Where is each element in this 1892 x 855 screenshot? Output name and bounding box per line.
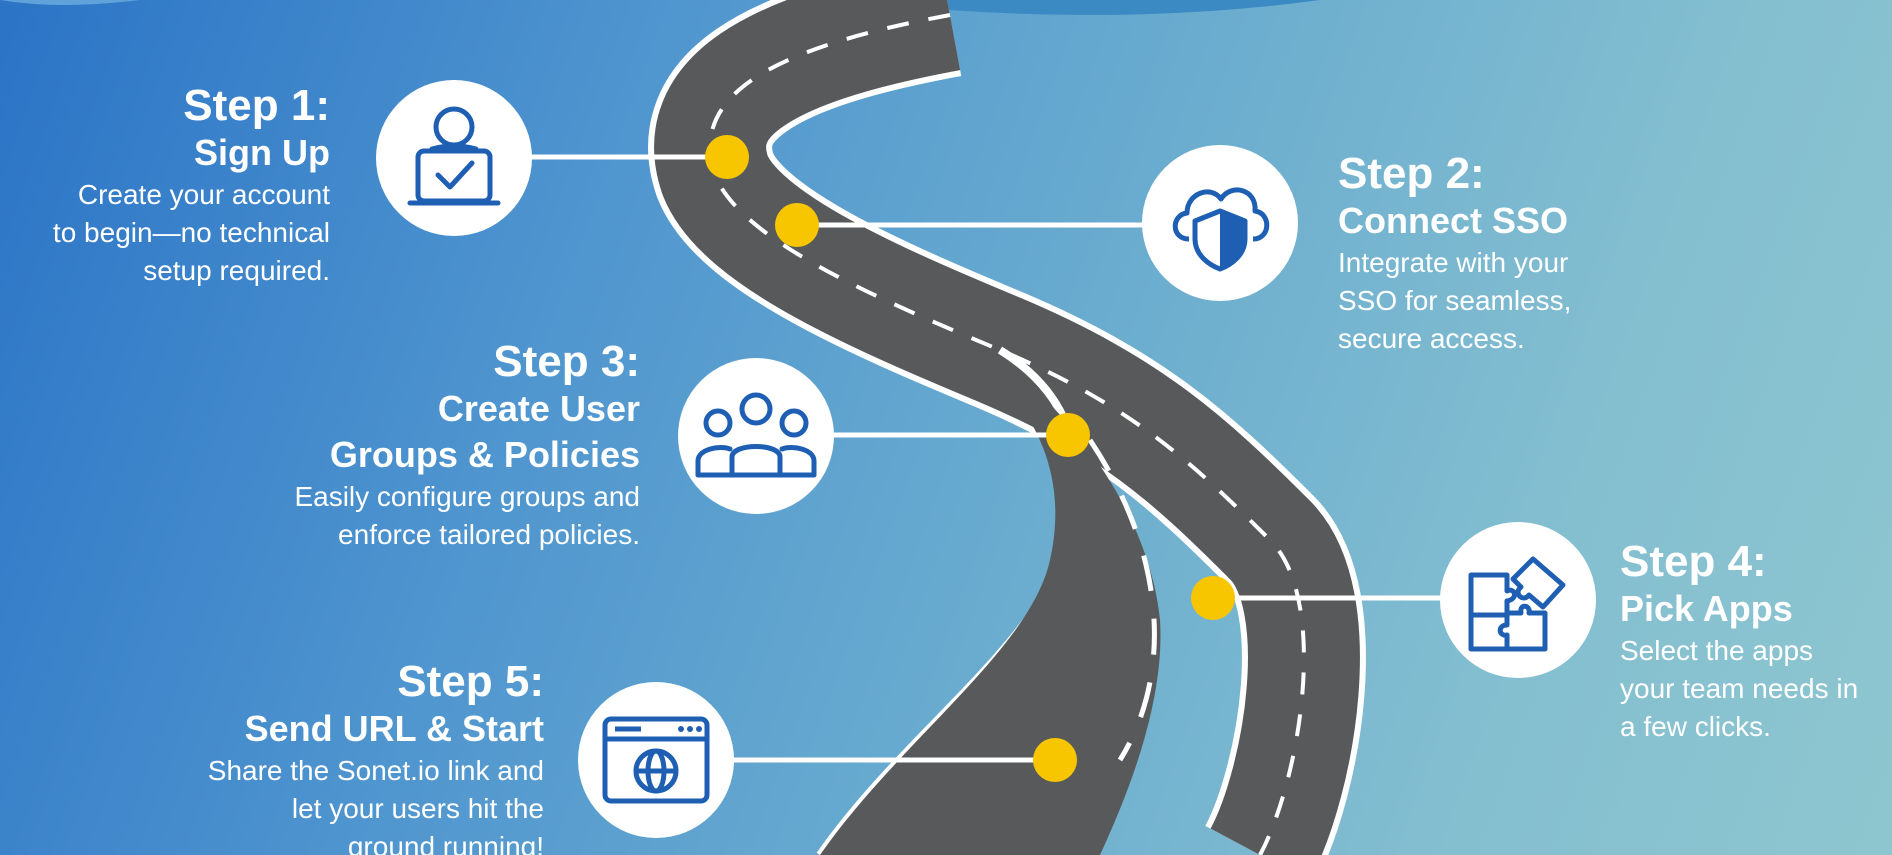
step3-desc-line1: Easily configure groups and: [294, 481, 640, 512]
step2-desc-line1: Integrate with your: [1338, 247, 1569, 278]
user-group-icon: [695, 392, 817, 478]
step4-desc-line2: your team needs in: [1620, 673, 1859, 704]
step5-icon-circle: [578, 682, 734, 838]
step5-desc-line1: Share the Sonet.io link and: [207, 755, 544, 786]
marker-step2: [775, 203, 819, 247]
puzzle-icon: [1468, 556, 1566, 652]
step2-icon-circle: [1142, 145, 1298, 301]
step1-desc-line3: setup required.: [143, 255, 330, 286]
step3-subtitle-line1: Create User: [437, 388, 640, 429]
step3-icon-circle: [678, 358, 834, 514]
connector-lines: [530, 154, 1441, 763]
step2-desc-line2: SSO for seamless,: [1338, 285, 1572, 316]
top-wave-right: [840, 0, 1320, 15]
step1-subtitle: Sign Up: [194, 132, 330, 173]
marker-step1: [705, 135, 749, 179]
step4-text: Step 4: Pick Apps Select the apps your t…: [1620, 538, 1892, 746]
step4-icon-circle: [1440, 522, 1596, 678]
step4-title: Step 4:: [1620, 537, 1767, 586]
step3-desc-line2: enforce tailored policies.: [338, 519, 640, 550]
road: [648, 0, 1366, 855]
step1-text: Step 1: Sign Up Create your account to b…: [0, 82, 330, 290]
step4-subtitle: Pick Apps: [1620, 588, 1793, 629]
step5-desc-line2: let your users hit the: [291, 793, 544, 824]
road-markers: [705, 135, 1235, 782]
marker-step4: [1191, 576, 1235, 620]
step2-text: Step 2: Connect SSO Integrate with your …: [1338, 150, 1698, 358]
step5-subtitle: Send URL & Start: [244, 708, 544, 749]
step5-desc-line3: ground running!: [347, 831, 544, 855]
step1-title: Step 1:: [183, 81, 330, 130]
step4-desc-line3: a few clicks.: [1620, 711, 1771, 742]
step3-subtitle-line2: Groups & Policies: [329, 434, 640, 475]
step3-title: Step 3:: [493, 337, 640, 386]
user-laptop-check-icon: [407, 106, 501, 206]
step1-icon-circle: [376, 80, 532, 236]
step4-desc-line1: Select the apps: [1620, 635, 1814, 666]
step2-subtitle: Connect SSO: [1338, 200, 1569, 241]
step2-desc-line3: secure access.: [1338, 323, 1525, 354]
step3-text: Step 3: Create User Groups & Policies Ea…: [200, 338, 640, 554]
step5-title: Step 5:: [397, 657, 544, 706]
step2-title: Step 2:: [1338, 149, 1485, 198]
browser-globe-icon: [602, 716, 710, 804]
step1-desc-line2: to begin—no technical: [52, 217, 330, 248]
top-wave-left: [0, 0, 140, 5]
step5-text: Step 5: Send URL & Start Share the Sonet…: [100, 658, 544, 855]
marker-step5: [1033, 738, 1077, 782]
step1-desc-line1: Create your account: [77, 179, 330, 210]
marker-step3: [1046, 413, 1090, 457]
cloud-shield-icon: [1172, 187, 1270, 272]
